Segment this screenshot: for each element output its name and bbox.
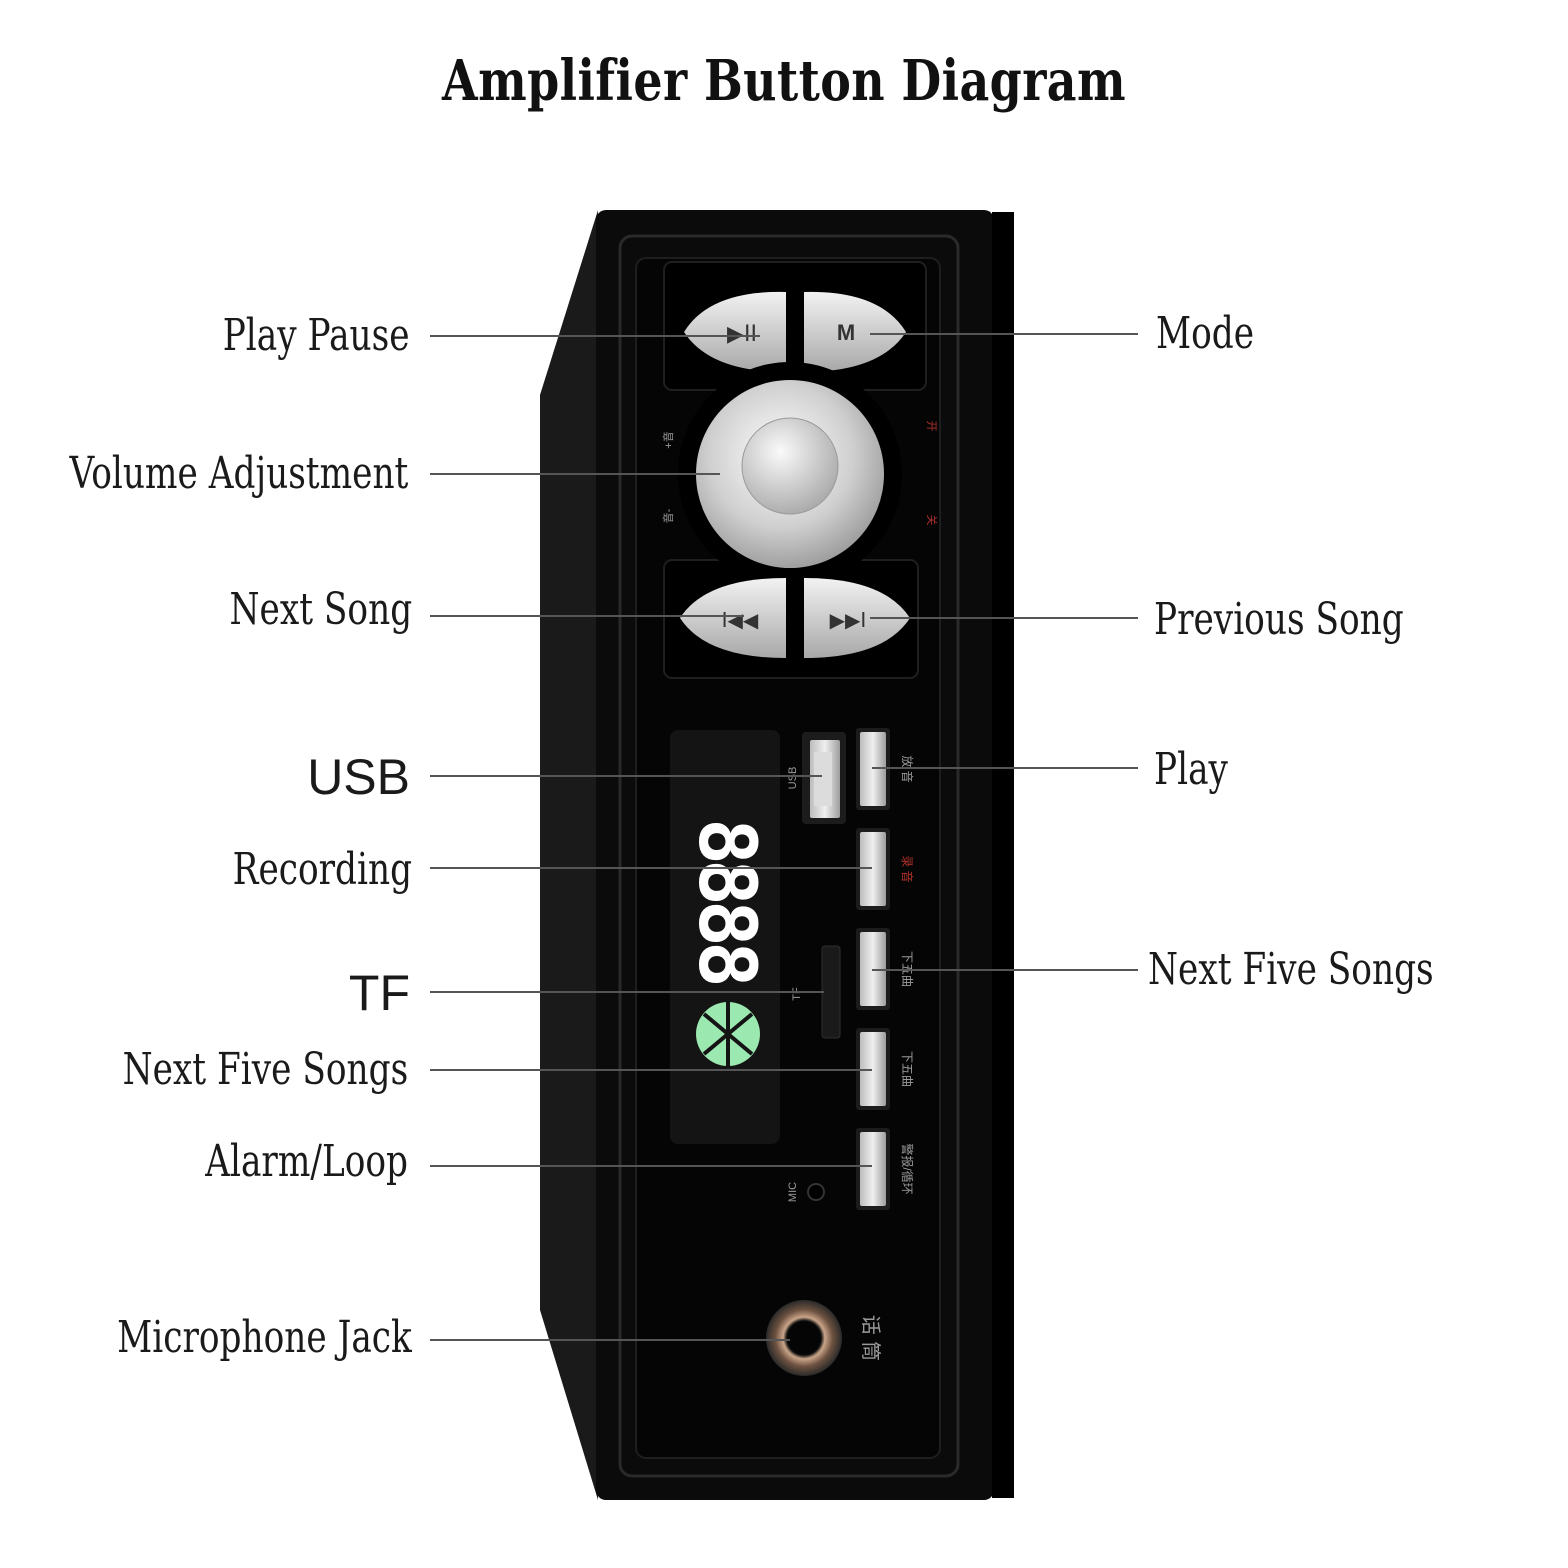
play-pause-icon: ▶II: [727, 322, 757, 347]
label-next-song: Next Song: [229, 584, 412, 635]
tf-slot-label: TF: [791, 987, 803, 1001]
knob-label-on: 开: [925, 421, 937, 432]
volume-knob[interactable]: [678, 362, 902, 586]
recording-button[interactable]: [856, 828, 890, 910]
label-recording: Recording: [232, 844, 412, 895]
mode-button-label: M: [837, 320, 855, 345]
label-next-five-songs-left: Next Five Songs: [122, 1044, 408, 1095]
microphone-jack[interactable]: [766, 1300, 842, 1376]
skip-forward-icon: ▶▶I: [830, 608, 867, 632]
alarm-loop-button-label: 警报/循环: [900, 1143, 915, 1194]
label-previous-song: Previous Song: [1154, 594, 1404, 645]
alarm-loop-button[interactable]: [856, 1128, 890, 1210]
recording-button-label: 录 音: [900, 855, 915, 882]
led-display: 8888: [670, 730, 780, 1144]
disc-icon: [696, 1002, 760, 1066]
label-next-five-songs-right: Next Five Songs: [1148, 944, 1434, 995]
knob-label-vol-up: +音: [661, 431, 675, 448]
label-play-pause: Play Pause: [223, 310, 410, 361]
play-pause-button[interactable]: ▶II: [684, 291, 786, 372]
next-five-songs-left-button-label: 下五曲: [900, 1051, 914, 1087]
mic-label: MIC: [787, 1182, 799, 1202]
label-tf: TF: [348, 965, 410, 1021]
label-mode: Mode: [1156, 308, 1255, 359]
next-song-button[interactable]: I◀◀: [680, 578, 786, 658]
display-digits: 8888: [681, 818, 771, 984]
side-button-column: 放 音录 音下五曲下五曲警报/循环: [856, 728, 915, 1210]
mic-jack-label: 话 筒: [859, 1315, 883, 1361]
label-play: Play: [1154, 744, 1228, 795]
label-volume-adjustment: Volume Adjustment: [69, 448, 408, 499]
label-alarm-loop: Alarm/Loop: [205, 1136, 408, 1187]
skip-back-icon: I◀◀: [722, 608, 759, 632]
leader-lines: [430, 333, 1138, 1341]
tf-slot[interactable]: [821, 945, 841, 1039]
next-five-songs-left-button[interactable]: [856, 1028, 890, 1110]
usb-port[interactable]: [802, 732, 846, 824]
mic-hole: [807, 1183, 825, 1201]
mode-button[interactable]: M: [804, 291, 906, 372]
usb-port-label: USB: [787, 767, 799, 790]
page-title: Amplifier Button Diagram: [442, 48, 1126, 114]
knob-label-off: 关: [925, 515, 939, 526]
label-usb: USB: [307, 749, 410, 805]
label-microphone-jack: Microphone Jack: [117, 1312, 412, 1363]
knob-label-vol-down: 音-: [661, 508, 675, 523]
previous-song-button[interactable]: ▶▶I: [804, 578, 910, 658]
